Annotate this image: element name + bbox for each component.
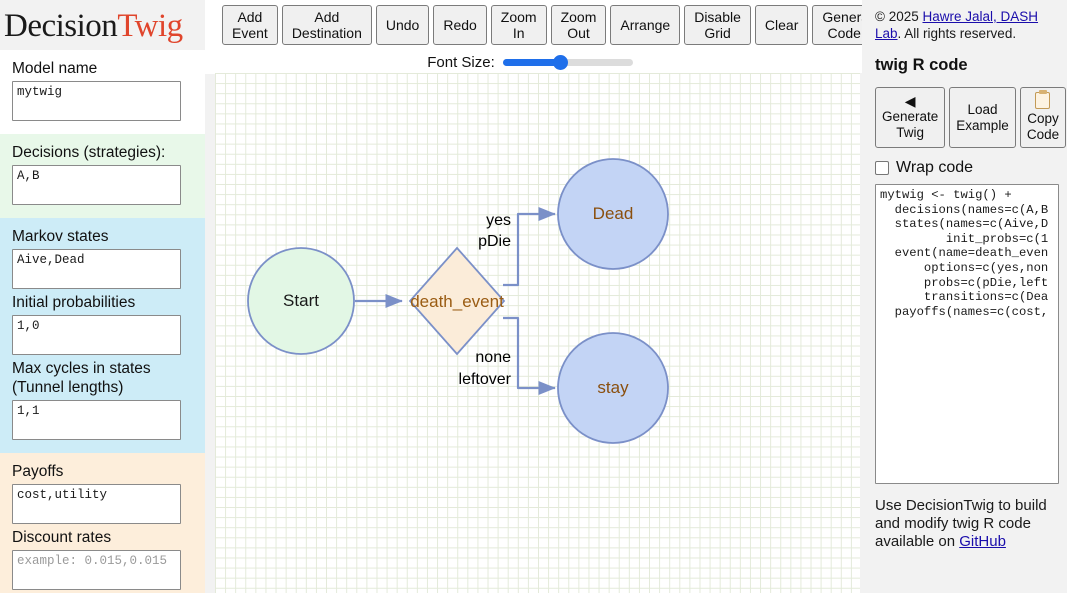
copy-code-button[interactable]: Copy Code [1019,87,1067,148]
label-decisions: Decisions (strategies): [12,144,166,161]
label-max-cycles: Max cycles in states (Tunnel lengths) [12,360,151,396]
diagram-canvas[interactable]: Start death_event Dead stay yes pDie non… [215,73,860,593]
copyright-prefix: © 2025 [875,9,923,24]
toolbar-button-group: Add Event Add Destination Undo Redo Zoom… [222,5,891,45]
copyright-suffix: . All rights reserved. [897,26,1017,41]
label-payoffs: Payoffs [12,463,64,480]
dash-lab-link[interactable]: Hawre Jalal, DASH Lab [875,9,1039,41]
load-example-button[interactable]: Load Example [949,87,1016,148]
footer-note-text: Use DecisionTwig to build and modify twi… [875,497,1047,550]
wrap-code-row: Wrap code [875,159,1057,177]
panel-markov: Markov states Initial probabilities Max … [0,218,205,453]
decision-tree-graph [247,158,669,444]
label-discount-rates: Discount rates [12,529,112,546]
disable-grid-button[interactable]: Disable Grid [684,5,751,45]
generate-twig-label: Generate Twig [882,109,939,140]
input-initial-probabilities[interactable] [12,315,181,355]
clear-button[interactable]: Clear [754,5,809,45]
add-event-button[interactable]: Add Event [222,5,278,45]
field-max-cycles: Max cycles in states (Tunnel lengths) [0,359,205,440]
wrap-code-checkbox[interactable] [875,161,889,175]
input-payoffs[interactable] [12,484,181,524]
logo-text-accent: Twig [117,8,183,44]
load-example-label: Load Example [956,101,1009,133]
input-max-cycles[interactable] [12,400,181,440]
field-discount-rates: Discount rates [0,528,205,590]
zoom-out-button[interactable]: Zoom Out [550,5,607,45]
panel-payoffs: Payoffs Discount rates [0,453,205,593]
field-payoffs: Payoffs [0,462,205,524]
left-sidebar: DecisionTwig Model name Decisions (strat… [0,0,205,593]
field-decisions: Decisions (strategies): [0,143,205,205]
panel-decisions: Decisions (strategies): [0,134,205,218]
field-model-name: Model name [0,59,205,121]
arrange-button[interactable]: Arrange [610,5,681,45]
input-model-name[interactable] [12,81,181,121]
right-panel: © 2025 Hawre Jalal, DASH Lab. All rights… [862,0,1067,593]
clipboard-icon [1035,92,1051,109]
logo-text-primary: Decision [4,8,118,44]
app-logo: DecisionTwig [0,0,205,50]
panel-model: Model name [0,50,205,134]
node-death-event[interactable] [408,246,506,356]
top-toolbar: Add Event Add Destination Undo Redo Zoom… [205,0,891,73]
redo-button[interactable]: Redo [433,5,487,45]
zoom-in-button[interactable]: Zoom In [490,5,547,45]
input-decisions[interactable] [12,165,181,205]
add-destination-button[interactable]: Add Destination [281,5,372,45]
node-stay[interactable] [557,332,669,444]
font-size-slider-thumb[interactable] [552,54,568,70]
footer-note: Use DecisionTwig to build and modify twi… [875,497,1057,551]
font-size-control: Font Size: [205,50,855,74]
input-markov-states[interactable] [12,249,181,289]
label-model-name: Model name [12,60,98,77]
label-markov-states: Markov states [12,228,109,245]
node-dead[interactable] [557,158,669,270]
edge-death-event-to-stay[interactable] [503,316,556,396]
label-initial-probabilities: Initial probabilities [12,294,136,311]
field-markov-states: Markov states [0,227,205,289]
font-size-label: Font Size: [427,53,495,71]
generate-twig-button[interactable]: ◀ Generate Twig [875,87,946,148]
github-link[interactable]: GitHub [959,533,1006,550]
copy-code-label: Copy Code [1026,111,1060,142]
triangle-left-icon: ◀ [904,93,916,109]
undo-button[interactable]: Undo [375,5,430,45]
generated-code-textarea[interactable]: mytwig <- twig() + decisions(names=c(A,B… [875,184,1059,484]
input-discount-rates[interactable] [12,550,181,590]
right-panel-button-group: ◀ Generate Twig Load Example Copy Code [875,87,1067,148]
font-size-slider[interactable] [502,54,633,70]
edge-death-event-to-dead[interactable] [503,206,556,287]
field-initial-probabilities: Initial probabilities [0,293,205,355]
font-size-slider-fill [502,58,560,66]
twig-code-heading: twig R code [875,56,968,74]
wrap-code-label: Wrap code [896,159,974,176]
node-start[interactable] [247,247,355,355]
copyright-notice: © 2025 Hawre Jalal, DASH Lab. All rights… [875,8,1057,42]
